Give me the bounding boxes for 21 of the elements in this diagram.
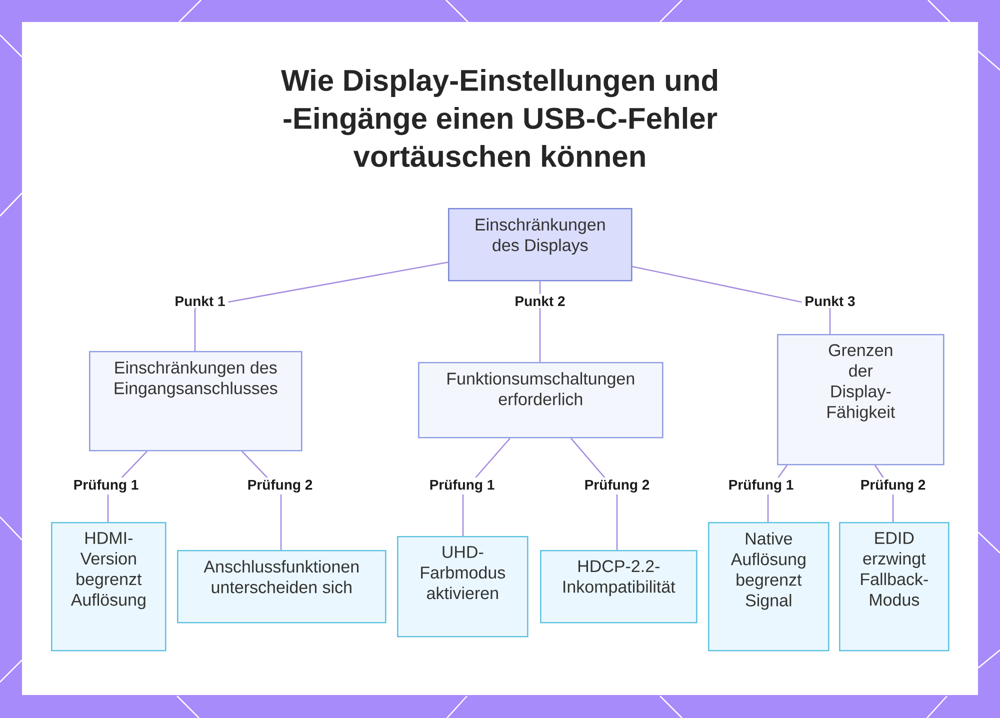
branch-box: Einschränkungen des Eingangsanschlusses — [89, 351, 302, 452]
leaf-box: HDMI-Version begrenzt Auflösung — [51, 522, 166, 652]
branch-box: Funktionsumschaltungen erforderlich — [418, 362, 664, 438]
edge-label: Prüfung 1 — [725, 477, 797, 495]
leaf-box: EDID erzwingt Fallback-Modus — [839, 522, 950, 652]
edge-label: Prüfung 2 — [581, 477, 653, 495]
leaf-box: Native Auflösung begrenzt Signal — [708, 522, 830, 652]
edge-label: Prüfung 2 — [857, 477, 929, 495]
edge-label: Punkt 3 — [802, 294, 858, 308]
leaf-box: UHD-Farbmodus aktivieren — [397, 536, 528, 638]
leaf-box: HDCP-2.2-Inkompatibilität — [540, 550, 698, 624]
title: Wie Display-Einstellungen und -Eingänge einen USB-C-Fehler vortäuschen können — [280, 68, 718, 168]
edge-label: Prüfung 2 — [244, 477, 316, 495]
edge-label: Prüfung 1 — [70, 477, 142, 495]
edge-label: Punkt 1 — [172, 294, 228, 308]
edge-label: Prüfung 1 — [426, 477, 498, 495]
root-box: Einschränkungen des Displays — [448, 208, 632, 282]
connector — [194, 262, 448, 351]
connector — [630, 266, 831, 334]
leaf-box: Anschlussfunktionen unterscheiden sich — [177, 550, 386, 624]
branch-box: Grenzen der Display-Fähigkeit — [777, 334, 944, 466]
